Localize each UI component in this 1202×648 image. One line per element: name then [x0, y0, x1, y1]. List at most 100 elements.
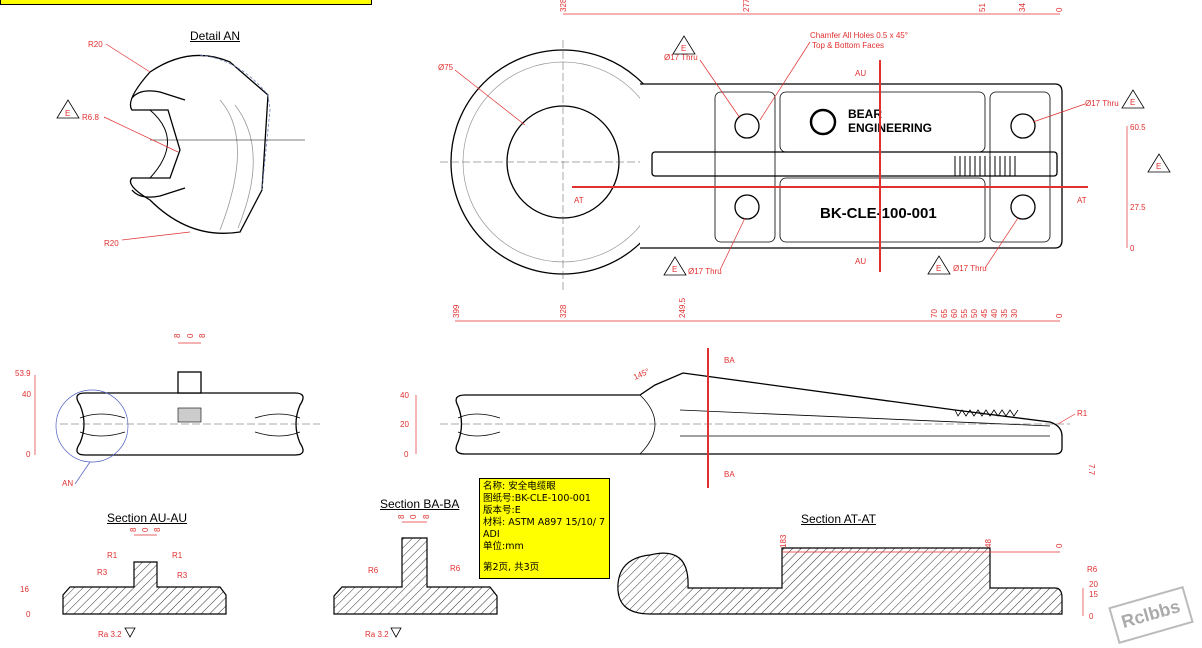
detail-an-annotations: R20 R20 R6.8 E [56, 40, 191, 248]
thru-note-top-left: Ø17 Thru [664, 53, 698, 62]
view-title-detail-an: Detail AN [190, 29, 241, 43]
svg-text:E: E [672, 265, 677, 274]
tb-page: 第2页, 共3页 [483, 562, 540, 573]
svg-text:0: 0 [26, 610, 31, 619]
dim-side-left-40: 40 [400, 391, 409, 400]
svg-text:8: 8 [153, 527, 162, 532]
tb-material-2: ADI [483, 529, 500, 540]
svg-text:R6: R6 [450, 564, 461, 573]
section-au-view [62, 561, 227, 615]
dim-left-40: 40 [22, 390, 31, 399]
dim-dia75: Ø75 [438, 63, 454, 72]
svg-text:R3: R3 [177, 571, 188, 580]
dim-top-51: 51 [978, 3, 987, 12]
top-view [440, 40, 1063, 290]
dim-side-399: 399 [452, 304, 461, 318]
dim-top-34: 34 [1018, 3, 1027, 12]
angle-145: 145° [632, 367, 651, 382]
radius-r68: R6.8 [82, 113, 99, 122]
svg-text:E: E [1156, 162, 1161, 171]
section-mark-ba-bottom: BA [724, 470, 735, 479]
section-ba-dims: 8 0 8 R6 R6 Ra 3.2 [365, 514, 461, 639]
tb-spacer [483, 553, 606, 562]
svg-text:R1: R1 [172, 551, 183, 560]
svg-text:30: 30 [1010, 309, 1019, 318]
tb-unit: 单位:mm [483, 541, 524, 552]
detail-mark-an: AN [62, 479, 73, 488]
chamfer-note-line2: Top & Bottom Faces [812, 41, 884, 50]
svg-text:R6: R6 [368, 566, 379, 575]
section-mark-au-bottom: AU [855, 257, 866, 266]
svg-text:0: 0 [1055, 543, 1064, 548]
dim-right-0: 0 [1130, 244, 1135, 253]
dim-top-277: 277 [742, 0, 751, 12]
brand-line1: BEAR [848, 107, 882, 121]
svg-text:48: 48 [984, 539, 993, 548]
section-mark-ba-top: BA [724, 356, 735, 365]
svg-text:0: 0 [409, 514, 418, 519]
tb-material: 材料: ASTM A897 15/10/ 7 [483, 517, 606, 528]
radius-r1-side: R1 [1077, 409, 1088, 418]
dim-side-left-0: 0 [404, 450, 409, 459]
svg-text:8: 8 [422, 514, 431, 519]
chamfer-note-line1: Chamfer All Holes 0.5 x 45° [810, 31, 908, 40]
dim-right-27-5: 27.5 [1130, 203, 1146, 212]
dim-side-249-5: 249.5 [678, 297, 687, 318]
dim-side-right-7-7: 7.7 [1087, 464, 1096, 476]
detail-an-view [129, 54, 305, 234]
dim-left-0: 0 [26, 450, 31, 459]
front-view-left [55, 371, 320, 463]
bear-logo-icon [809, 108, 837, 136]
section-mark-at-left: AT [574, 196, 584, 205]
svg-text:45: 45 [980, 309, 989, 318]
svg-text:R3: R3 [97, 568, 108, 577]
svg-text:16: 16 [20, 585, 29, 594]
section-mark-au-top: AU [855, 69, 866, 78]
svg-text:50: 50 [970, 309, 979, 318]
dim-top-328: 328 [559, 0, 568, 12]
roughness-au: Ra 3.2 [98, 630, 122, 639]
svg-text:0: 0 [186, 333, 195, 338]
dim-top-0: 0 [1055, 7, 1064, 12]
view-title-section-au: Section AU-AU [107, 511, 188, 525]
dim-side-328: 328 [559, 304, 568, 318]
brand-line2: ENGINEERING [848, 121, 932, 135]
svg-text:0: 0 [1055, 313, 1064, 318]
front-view-right [440, 372, 1070, 455]
svg-text:R1: R1 [107, 551, 118, 560]
svg-text:60: 60 [950, 309, 959, 318]
tb-drawing-no: 图纸号:BK-CLE-100-001 [483, 493, 591, 504]
svg-text:E: E [936, 264, 941, 273]
svg-text:40: 40 [990, 309, 999, 318]
svg-text:8: 8 [129, 527, 138, 532]
section-mark-at-right: AT [1077, 196, 1087, 205]
radius-r20-top: R20 [88, 40, 103, 49]
svg-text:0: 0 [1089, 612, 1094, 621]
title-block-note: 名称: 安全电缆眼 图纸号:BK-CLE-100-001 版本号:E 材料: A… [479, 478, 610, 579]
rev-triangle-icon [56, 99, 80, 119]
svg-text:35: 35 [1000, 309, 1009, 318]
tb-name: 名称: 安全电缆眼 [483, 481, 556, 492]
roughness-ba: Ra 3.2 [365, 630, 389, 639]
view-title-section-ba: Section BA-BA [380, 497, 460, 511]
section-at-view [617, 547, 1063, 615]
part-number-engraving: BK-CLE-100-001 [820, 205, 937, 222]
svg-text:E: E [1130, 98, 1135, 107]
svg-text:E: E [681, 44, 686, 53]
svg-text:8: 8 [397, 514, 406, 519]
radius-r20-bottom: R20 [104, 239, 119, 248]
svg-text:15: 15 [1089, 590, 1098, 599]
svg-text:183: 183 [779, 534, 788, 548]
section-at-dims: 183 48 0 R6 20 15 0 [779, 534, 1098, 621]
svg-text:55: 55 [960, 309, 969, 318]
top-view-labels: BEAR ENGINEERING BK-CLE-100-001 AU AU AT… [438, 0, 1171, 276]
rev-tag: E [65, 109, 70, 118]
title-strip [0, 0, 372, 5]
dim-side-left-20: 20 [400, 420, 409, 429]
svg-text:20: 20 [1089, 580, 1098, 589]
thru-note-top-right: Ø17 Thru [1085, 99, 1119, 108]
svg-text:0: 0 [141, 527, 150, 532]
dim-right-60-5: 60.5 [1130, 123, 1146, 132]
view-title-section-at: Section AT-AT [801, 512, 876, 526]
